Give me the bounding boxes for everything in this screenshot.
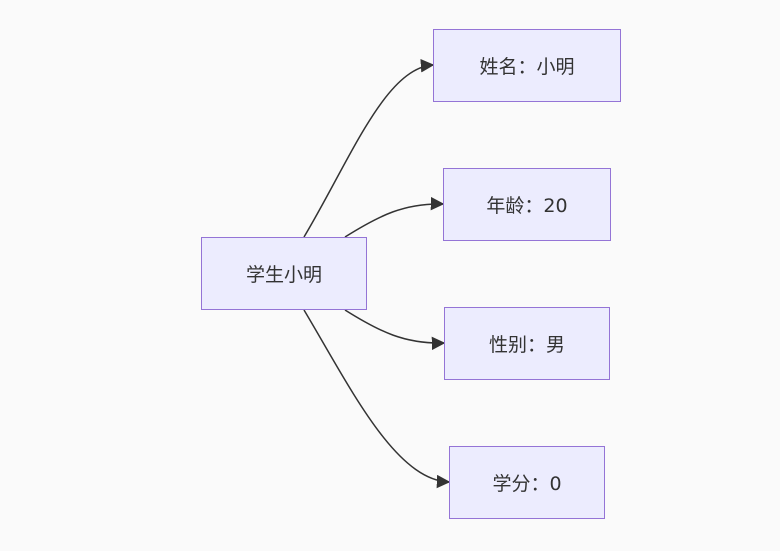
score-node-label: 学分：0 bbox=[492, 473, 562, 495]
age-node: 年龄：20 bbox=[443, 168, 611, 241]
score-node: 学分：0 bbox=[449, 446, 605, 519]
age-node-label: 年龄：20 bbox=[486, 195, 568, 217]
edge-root-to-name bbox=[303, 59, 435, 238]
edge-root-to-score bbox=[303, 309, 451, 489]
sex-node-label: 性别：男 bbox=[488, 334, 565, 356]
root-node-label: 学生小明 bbox=[245, 264, 322, 286]
root-node: 学生小明 bbox=[201, 237, 367, 310]
edge-root-to-sex bbox=[344, 309, 446, 351]
name-node: 姓名：小明 bbox=[433, 29, 621, 102]
name-node-label: 姓名：小明 bbox=[479, 56, 575, 78]
edge-root-to-age bbox=[344, 196, 445, 238]
sex-node: 性别：男 bbox=[444, 307, 610, 380]
